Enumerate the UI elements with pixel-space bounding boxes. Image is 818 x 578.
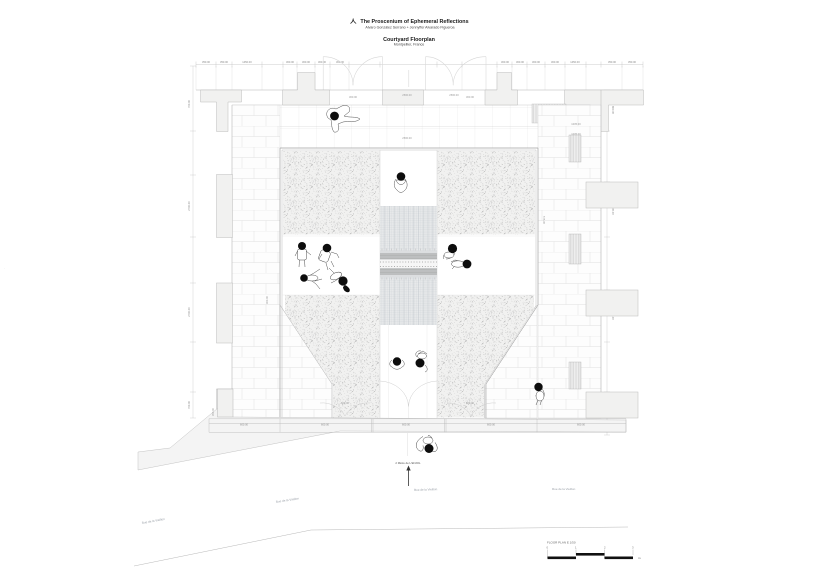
svg-text:·: · <box>4 266 5 270</box>
svg-text:300.00: 300.00 <box>286 60 294 64</box>
svg-text:Rue de la Vieillon: Rue de la Vieillon <box>552 487 576 491</box>
svg-text:m: m <box>638 556 641 560</box>
svg-text:Rue de la Vieillon: Rue de la Vieillon <box>141 517 165 525</box>
svg-text:2: 2 <box>604 546 606 550</box>
svg-text:Alvaro González Serrano + Jenn: Alvaro González Serrano + Jennyffer Alva… <box>365 26 454 30</box>
svg-text:300.00: 300.00 <box>501 60 509 64</box>
svg-text:700.00: 700.00 <box>187 400 191 408</box>
svg-text:350.00: 350.00 <box>202 60 210 64</box>
svg-text:300.00: 300.00 <box>466 95 474 99</box>
svg-text:2700.00: 2700.00 <box>611 205 615 215</box>
svg-text:The Proscenium of Ephemeral Re: The Proscenium of Ephemeral Reflections <box>360 19 468 25</box>
svg-text:1035.00: 1035.00 <box>571 132 581 136</box>
svg-text:Courtyard Floorplan: Courtyard Floorplan <box>383 37 435 43</box>
svg-text:2500.00: 2500.00 <box>449 93 459 97</box>
svg-text:2700.00: 2700.00 <box>187 307 191 317</box>
svg-text:600.00: 600.00 <box>577 422 585 426</box>
svg-text:350.00: 350.00 <box>608 60 616 64</box>
svg-text:1450.00: 1450.00 <box>242 60 252 64</box>
svg-text:600.00: 600.00 <box>466 401 474 405</box>
svg-text:575.00: 575.00 <box>542 216 546 224</box>
svg-text:350.00: 350.00 <box>211 407 215 415</box>
svg-text:Montpellier, France: Montpellier, France <box>394 43 425 47</box>
svg-text:3: 3 <box>632 546 634 550</box>
svg-text:0: 0 <box>547 546 549 550</box>
svg-text:300.00: 300.00 <box>516 60 524 64</box>
svg-text:1: 1 <box>575 546 577 550</box>
svg-text:1450.00: 1450.00 <box>570 60 580 64</box>
svg-text:860.00: 860.00 <box>611 106 615 114</box>
svg-text:700.00: 700.00 <box>187 99 191 107</box>
svg-text:300.00: 300.00 <box>265 295 269 303</box>
svg-text:2500.00: 2500.00 <box>402 136 412 140</box>
svg-text:Rue de la Vieillon: Rue de la Vieillon <box>276 496 300 504</box>
svg-text:600.00: 600.00 <box>321 422 329 426</box>
svg-text:600.00: 600.00 <box>487 422 495 426</box>
svg-text:600.00: 600.00 <box>240 422 248 426</box>
svg-text:300.00: 300.00 <box>302 60 310 64</box>
svg-text:300.00: 300.00 <box>318 60 326 64</box>
svg-text:1035.00: 1035.00 <box>571 122 581 126</box>
svg-text:Rue de la Vieillon: Rue de la Vieillon <box>414 487 438 492</box>
svg-text:600.00: 600.00 <box>402 422 410 426</box>
svg-text:300.00: 300.00 <box>551 60 559 64</box>
svg-text:300.00: 300.00 <box>349 95 357 99</box>
svg-text:350.00: 350.00 <box>220 60 228 64</box>
svg-text:600.00: 600.00 <box>341 401 349 405</box>
svg-text:350.00: 350.00 <box>628 60 636 64</box>
svg-text:FLOOR PLAN E 1/50: FLOOR PLAN E 1/50 <box>547 541 576 545</box>
svg-text:2 Mètre de L'ENJOL: 2 Mètre de L'ENJOL <box>395 461 421 465</box>
svg-text:2700.00: 2700.00 <box>187 201 191 211</box>
svg-text:300.00: 300.00 <box>532 60 540 64</box>
svg-text:2500.00: 2500.00 <box>402 93 412 97</box>
